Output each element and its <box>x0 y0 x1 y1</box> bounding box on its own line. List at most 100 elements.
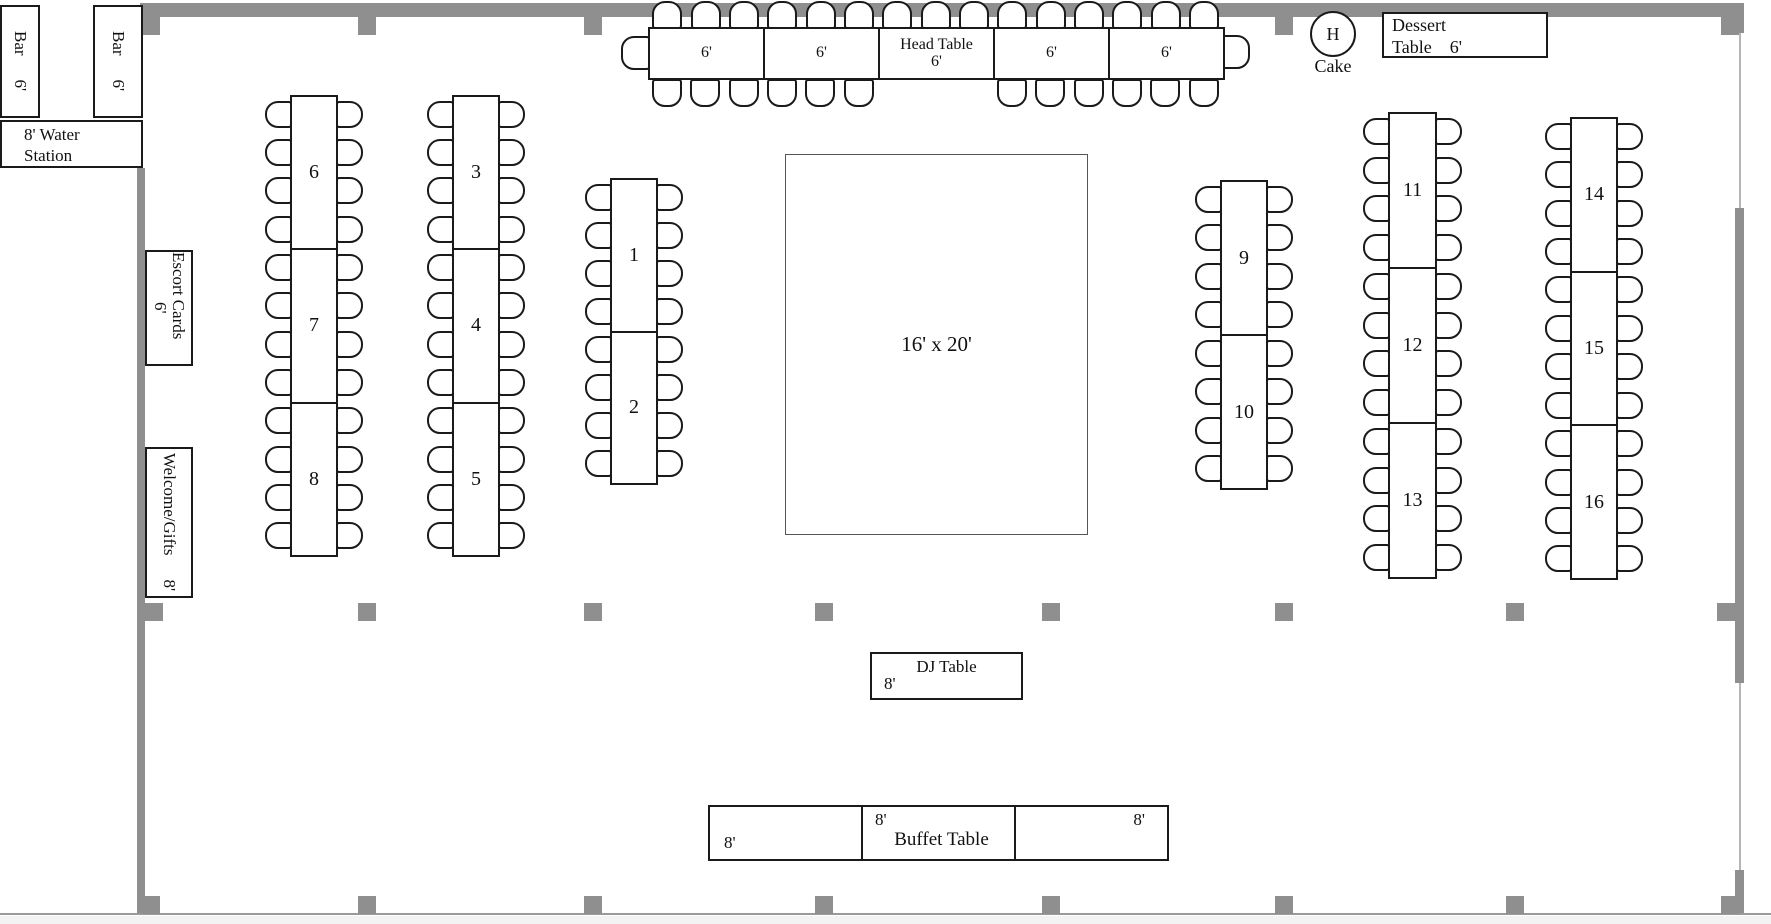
bar-table-1[interactable]: Bar6' <box>0 5 40 118</box>
water-station-label-line1: 8' Water <box>24 125 80 144</box>
chair <box>1616 430 1643 458</box>
table-4[interactable]: 4 <box>452 248 500 404</box>
head-table-segment-5[interactable]: 6' <box>1108 27 1225 80</box>
chair <box>656 297 683 325</box>
buffet-table-segment-1[interactable]: 8' <box>708 805 863 861</box>
chair <box>1221 35 1250 69</box>
chair <box>427 522 454 550</box>
chair <box>656 259 683 287</box>
chair <box>498 100 525 128</box>
table-10[interactable]: 10 <box>1220 334 1268 490</box>
dj-table-size: 8' <box>884 674 896 693</box>
chair <box>882 1 913 29</box>
table-9[interactable]: 9 <box>1220 180 1268 336</box>
chair <box>336 253 363 281</box>
chair <box>585 412 612 440</box>
chair <box>1545 391 1572 419</box>
head-table-segment-size: 6' <box>701 44 712 62</box>
table-8[interactable]: 8 <box>290 401 338 557</box>
table-5[interactable]: 5 <box>452 401 500 557</box>
chair <box>1435 389 1462 417</box>
chair <box>1266 455 1293 483</box>
chair <box>498 445 525 473</box>
chair <box>336 330 363 358</box>
chair <box>1616 314 1643 342</box>
chair <box>1195 339 1222 367</box>
head-table-segment-size: 6' <box>1046 44 1057 62</box>
table-13[interactable]: 13 <box>1388 422 1437 579</box>
chair <box>336 292 363 320</box>
table-2[interactable]: 2 <box>610 330 658 485</box>
table-15[interactable]: 15 <box>1570 270 1618 427</box>
escort-cards-table[interactable]: Escort Cards6' <box>145 250 193 366</box>
head-table-segment-1[interactable]: 6' <box>648 27 765 80</box>
right-wall-thick <box>1735 208 1744 683</box>
chair <box>1363 466 1390 494</box>
chair <box>656 412 683 440</box>
welcome-gifts-table[interactable]: Welcome/Gifts8' <box>145 447 193 598</box>
table-1[interactable]: 1 <box>610 178 658 333</box>
chair <box>656 183 683 211</box>
chair <box>1073 1 1104 29</box>
chair <box>498 138 525 166</box>
chair <box>1616 468 1643 496</box>
bar-table-2[interactable]: Bar6' <box>93 5 143 118</box>
table-7[interactable]: 7 <box>290 248 338 404</box>
table-14[interactable]: 14 <box>1570 117 1618 273</box>
chair <box>1545 276 1572 304</box>
chair <box>1616 199 1643 227</box>
chair <box>498 253 525 281</box>
chair <box>1616 122 1643 150</box>
water-station-table[interactable]: 8' Water Station <box>0 120 143 168</box>
chair <box>728 79 759 107</box>
table-11[interactable]: 11 <box>1388 112 1437 269</box>
chair <box>265 253 292 281</box>
column-marker-top <box>142 17 160 35</box>
chair <box>1545 199 1572 227</box>
dj-table[interactable]: DJ Table 8' <box>870 652 1023 700</box>
chair <box>1435 466 1462 494</box>
chair <box>1150 79 1181 107</box>
head-table-segment-2[interactable]: 6' <box>763 27 880 80</box>
table-3[interactable]: 3 <box>452 95 500 251</box>
chair <box>690 79 721 107</box>
chair <box>336 368 363 396</box>
chair <box>1616 161 1643 189</box>
chair <box>498 330 525 358</box>
right-wall-thin-lower <box>1739 683 1741 873</box>
table-16[interactable]: 16 <box>1570 424 1618 581</box>
chair <box>1195 262 1222 290</box>
chair <box>427 483 454 511</box>
chair <box>1545 161 1572 189</box>
dance-floor[interactable]: 16' x 20' <box>785 154 1088 535</box>
table-6[interactable]: 6 <box>290 95 338 251</box>
chair <box>1435 156 1462 184</box>
chair <box>1435 195 1462 223</box>
column-marker-bottom <box>584 896 602 914</box>
chair <box>265 407 292 435</box>
chair <box>1266 339 1293 367</box>
chair <box>1616 353 1643 381</box>
buffet-table-segment-3[interactable]: 8' <box>1014 805 1169 861</box>
chair <box>336 445 363 473</box>
chair <box>1545 237 1572 265</box>
buffet-segment-size: 8' <box>724 833 736 852</box>
chair <box>1616 237 1643 265</box>
chair <box>1363 350 1390 378</box>
chair <box>585 221 612 249</box>
cake-table[interactable]: H <box>1310 11 1356 57</box>
chair <box>805 1 836 29</box>
chair <box>656 221 683 249</box>
head-table-segment-4[interactable]: 6' <box>993 27 1110 80</box>
table-7-number: 7 <box>309 314 319 337</box>
chair <box>1188 1 1219 29</box>
chair <box>427 177 454 205</box>
table-3-number: 3 <box>471 161 481 184</box>
chair <box>498 215 525 243</box>
buffet-table-segment-2[interactable]: 8'Buffet Table <box>861 805 1016 861</box>
chair <box>1266 416 1293 444</box>
table-12[interactable]: 12 <box>1388 267 1437 424</box>
table-16-number: 16 <box>1584 490 1604 513</box>
